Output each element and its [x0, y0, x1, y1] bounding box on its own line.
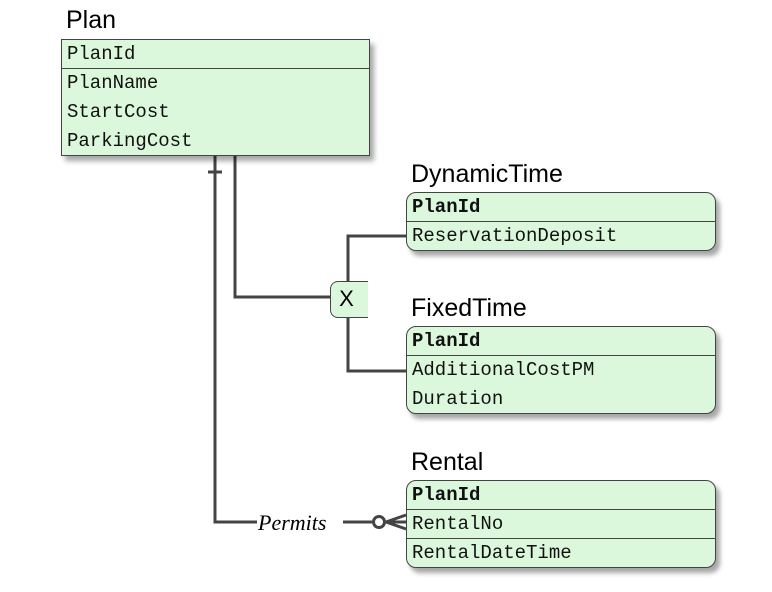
entity-title-dynamictime: DynamicTime — [411, 160, 563, 188]
attribute-reservationdeposit: ReservationDeposit — [412, 225, 618, 247]
attribute-rentalno: RentalNo — [407, 510, 715, 539]
relationship-label-permits: Permits — [257, 510, 328, 536]
attribute-planid: PlanId — [407, 193, 715, 222]
zero-circle — [372, 515, 386, 529]
plan-to-specialization-line — [233, 155, 330, 299]
entity-title-fixedtime: FixedTime — [411, 294, 527, 322]
entity-title-plan: Plan — [66, 6, 117, 34]
attribute-rentaldatetime: RentalDateTime — [412, 542, 572, 564]
attribute-planid: PlanId — [62, 40, 369, 69]
specialization-exclusive-box: X — [330, 281, 368, 318]
plan-to-rental-line — [213, 155, 257, 524]
entity-fixedtime[interactable]: PlanId AdditionalCostPM Duration — [406, 326, 716, 414]
attribute-duration: Duration — [412, 388, 504, 410]
attribute-parkingcost: ParkingCost — [67, 130, 193, 152]
specialization-to-dynamictime-line — [346, 234, 410, 281]
attribute-startcost: StartCost — [67, 101, 170, 123]
entity-title-rental: Rental — [411, 448, 484, 476]
entity-rental[interactable]: PlanId RentalNo RentalDateTime — [406, 480, 716, 568]
attribute-planname: PlanName — [67, 72, 159, 94]
specialization-to-fixedtime-line — [346, 318, 410, 373]
entity-dynamictime[interactable]: PlanId ReservationDeposit — [406, 192, 716, 251]
attribute-planid: PlanId — [407, 327, 715, 356]
attribute-planid: PlanId — [407, 481, 715, 510]
attribute-additionalcostpm: AdditionalCostPM — [412, 359, 595, 381]
entity-plan[interactable]: PlanId PlanName StartCost ParkingCost — [61, 39, 370, 156]
